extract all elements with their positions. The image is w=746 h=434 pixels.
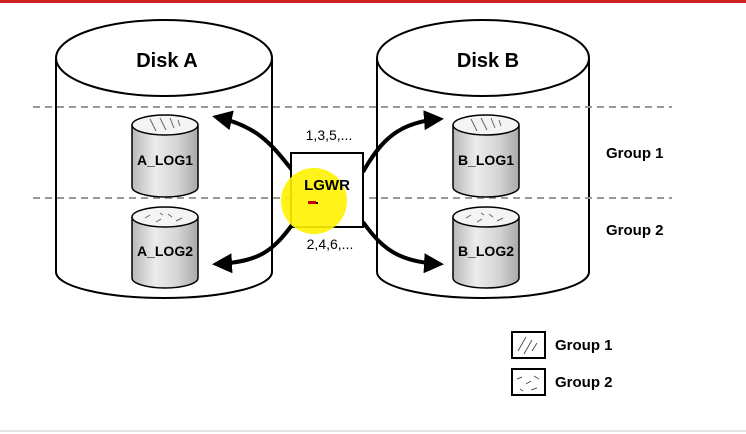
log-b1: B_LOG1 [452, 114, 520, 198]
top-rule [0, 0, 746, 3]
disk-b-title: Disk B [457, 50, 519, 72]
legend-label-group1: Group 1 [555, 337, 613, 354]
legend-item-group2: Group 2 [511, 368, 613, 396]
log-b1-label: B_LOG1 [458, 152, 514, 168]
legend-swatch-group1 [511, 331, 546, 359]
log-a1: A_LOG1 [131, 114, 199, 198]
legend-label-group2: Group 2 [555, 374, 613, 391]
group1-label: Group 1 [606, 145, 664, 162]
arrow-to-a-log2 [212, 223, 294, 274]
arrow-to-b-log1 [361, 110, 444, 173]
log-b2-label: B_LOG2 [458, 243, 514, 259]
log-a2-label: A_LOG2 [137, 243, 193, 259]
legend-item-group1: Group 1 [511, 331, 613, 359]
disk-a-title: Disk A [136, 50, 198, 72]
sequence-group1: 1,3,5,... [306, 127, 353, 143]
sequence-group2: 2,4,6,... [307, 236, 354, 252]
arrow-to-b-log2 [361, 220, 444, 274]
arrow-to-a-log1 [212, 110, 294, 172]
log-b2: B_LOG2 [452, 206, 520, 289]
log-a2: A_LOG2 [131, 206, 199, 289]
legend: Group 1 Group 2 [511, 331, 613, 396]
log-a1-label: A_LOG1 [137, 152, 193, 168]
lgwr-process: LGWR [281, 152, 364, 234]
group2-label: Group 2 [606, 222, 664, 239]
lgwr-label: LGWR [304, 177, 350, 194]
